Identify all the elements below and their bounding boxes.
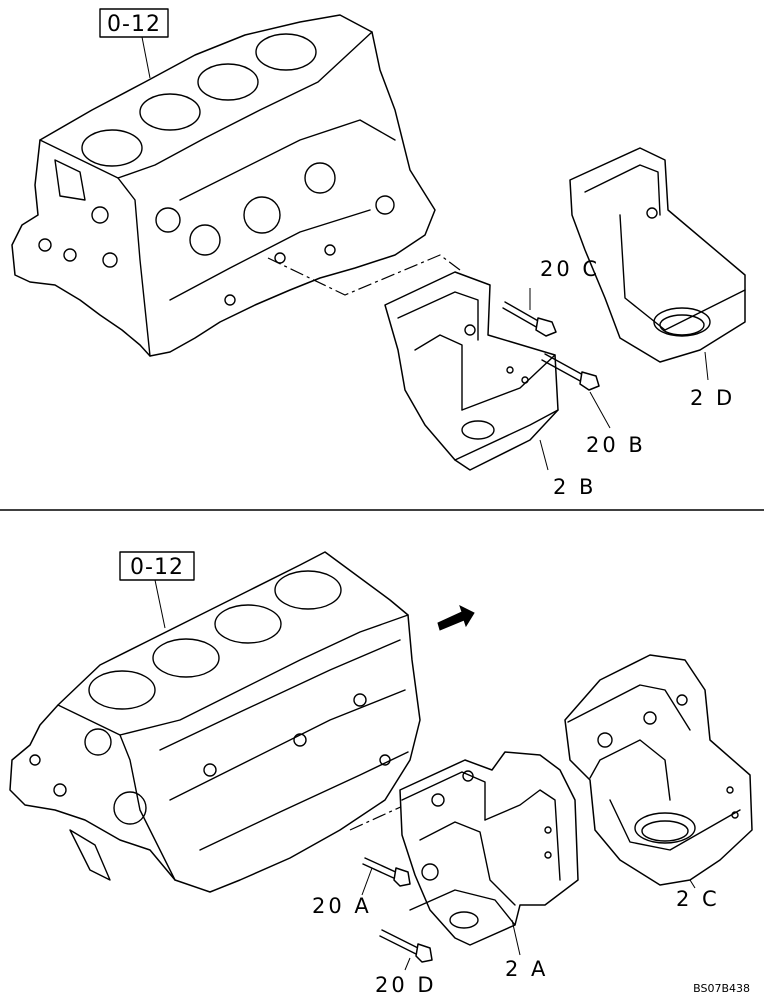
lower-bolt-20d [379,929,433,971]
lower-ref-box: 0-12 [119,551,195,629]
upper-ref-leader [141,36,151,79]
lower-ref-leader [154,579,166,629]
drawing-code: BS07B438 [693,982,750,995]
upper-bracket-2d [569,147,746,381]
lower-label-20d: 20 D [375,973,437,997]
lower-label-2c: 2 C [676,887,720,911]
upper-label-2b: 2 B [553,475,596,499]
upper-bracket-2b [384,271,559,471]
front-direction-arrow [437,605,475,631]
upper-mount-line [267,254,461,296]
lower-label-20a: 20 A [312,894,372,918]
lower-ref-label: 0-12 [130,555,184,580]
lower-bracket-2c [564,654,753,889]
upper-engine-block [11,14,436,357]
upper-ref-label: 0-12 [107,12,161,37]
upper-label-20b: 20 B [586,433,646,457]
upper-label-2d: 2 D [690,386,735,410]
upper-bolt-20c [502,288,557,337]
upper-ref-box: 0-12 [99,8,169,79]
upper-label-20c: 20 C [540,257,600,281]
upper-view: 0-12 [11,8,746,499]
lower-engine-block [9,551,421,893]
lower-label-2a: 2 A [505,957,548,981]
lower-bolt-20a [361,857,411,896]
upper-bolt-20b [541,353,611,429]
lower-view: 0-12 [9,551,753,997]
lower-bracket-2a [399,751,579,956]
